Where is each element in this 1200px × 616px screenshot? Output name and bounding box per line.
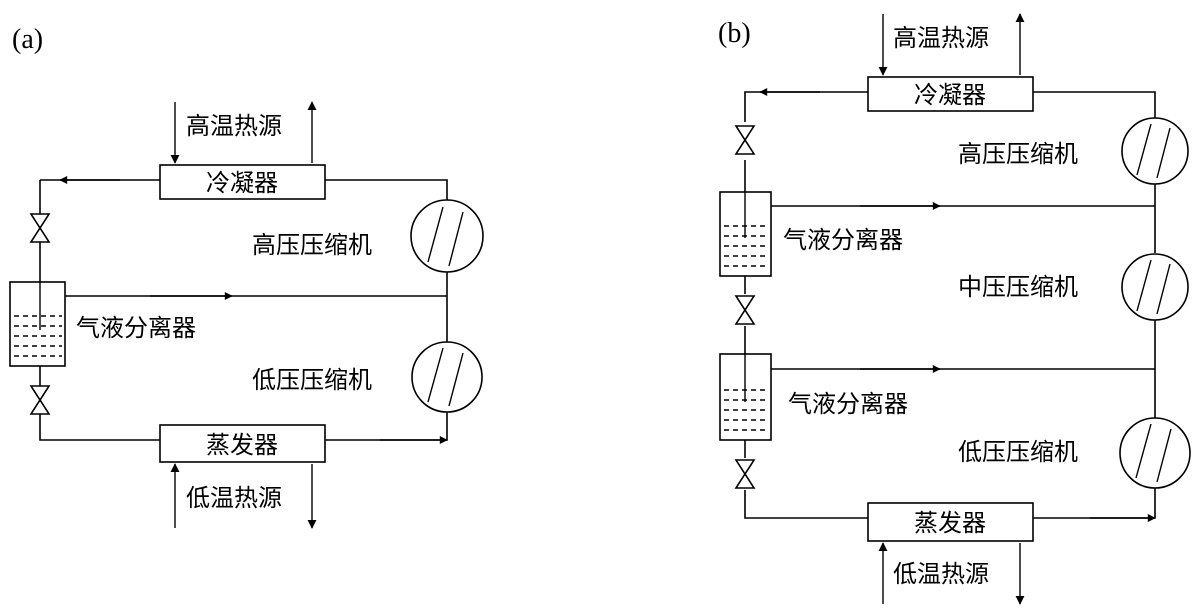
evaporator-b-label: 蒸发器 [914,509,986,537]
panel-b-piping [744,88,1156,522]
separator-label: 气液分离器 [76,314,196,342]
expansion-valve-b-top [734,125,756,155]
gas-liquid-separator-lower [719,353,772,441]
pipe-evaporator-to-compressor-b [1033,488,1156,519]
panel-a-piping [39,176,448,444]
condenser-label: 冷凝器 [206,169,278,197]
mid-compressor-b-label: 中压压缩机 [958,273,1078,301]
high-pressure-compressor [410,199,484,273]
high-pressure-compressor-b [1121,117,1189,185]
separator-lower-label: 气液分离器 [788,390,908,418]
evaporator-b: 蒸发器 [867,502,1034,542]
pipe-compressor-to-condenser-b [1033,91,1156,118]
evaporator: 蒸发器 [159,424,326,463]
expansion-valve-lower [29,385,51,415]
gas-liquid-separator-upper [719,191,772,277]
condenser-b-label: 冷凝器 [914,81,986,109]
low-pressure-compressor-b [1119,417,1191,489]
panel-b-tag: (b) [718,18,751,49]
low-compressor-label: 低压压缩机 [252,366,372,394]
high-source-label: 高温热源 [186,112,282,140]
pipe-separator-to-evaporator [39,366,160,441]
condenser: 冷凝器 [159,164,326,200]
pipe-compressor-to-condenser [325,179,448,200]
pipe-valve-to-evaporator-b [744,490,868,519]
panel-a: (a) [9,24,484,529]
evaporator-label: 蒸发器 [206,431,278,459]
low-source-label: 低温热源 [186,484,282,512]
expansion-valve-upper [29,213,51,243]
separator-upper-label: 气液分离器 [783,226,903,254]
low-compressor-b-label: 低压压缩机 [958,438,1078,466]
high-compressor-label: 高压压缩机 [252,231,372,259]
high-source-label-b: 高温热源 [893,24,989,52]
pipe-evaporator-to-compressor [325,412,448,441]
low-pressure-compressor [411,341,483,413]
pipe-condenser-outlet-b [744,91,868,122]
low-source-label-b: 低温热源 [893,560,989,588]
panel-b: (b) [718,13,1191,605]
expansion-valve-b-bottom [734,459,756,489]
gas-liquid-separator [9,281,66,367]
panel-a-tag: (a) [12,24,43,55]
mid-pressure-compressor-b [1121,253,1189,321]
condenser-b: 冷凝器 [867,76,1034,112]
high-compressor-b-label: 高压压缩机 [958,140,1078,168]
expansion-valve-b-middle [734,295,756,325]
